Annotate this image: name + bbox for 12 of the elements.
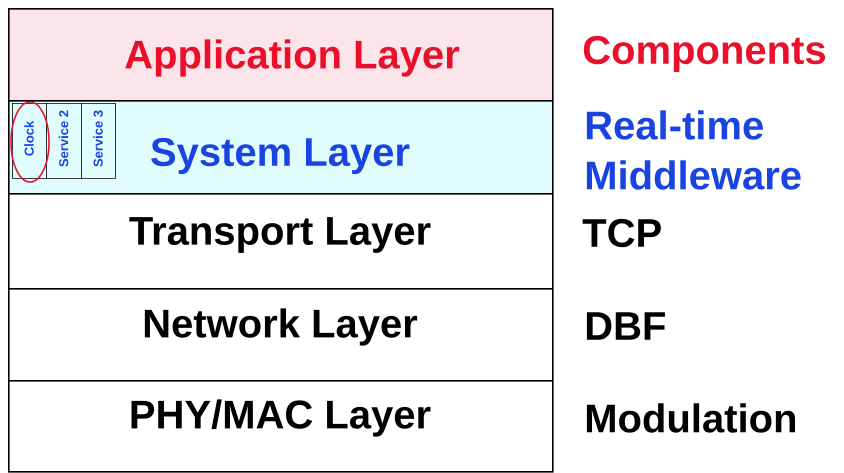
layer-box: Network Layer (8, 288, 554, 382)
service-box: Clock (12, 103, 47, 179)
service-box: Service 2 (46, 103, 82, 179)
service-box: Service 3 (81, 103, 116, 179)
layer-box: PHY/MAC Layer (8, 380, 554, 473)
side-label: Components (584, 36, 825, 72)
layer-box: Transport Layer (8, 193, 554, 290)
side-label: Modulation (586, 403, 796, 433)
side-label: Real-time Middleware (586, 110, 801, 190)
side-label: TCP (582, 218, 661, 248)
layer-box: Application Layer (8, 8, 554, 102)
side-label: DBF (586, 312, 665, 340)
